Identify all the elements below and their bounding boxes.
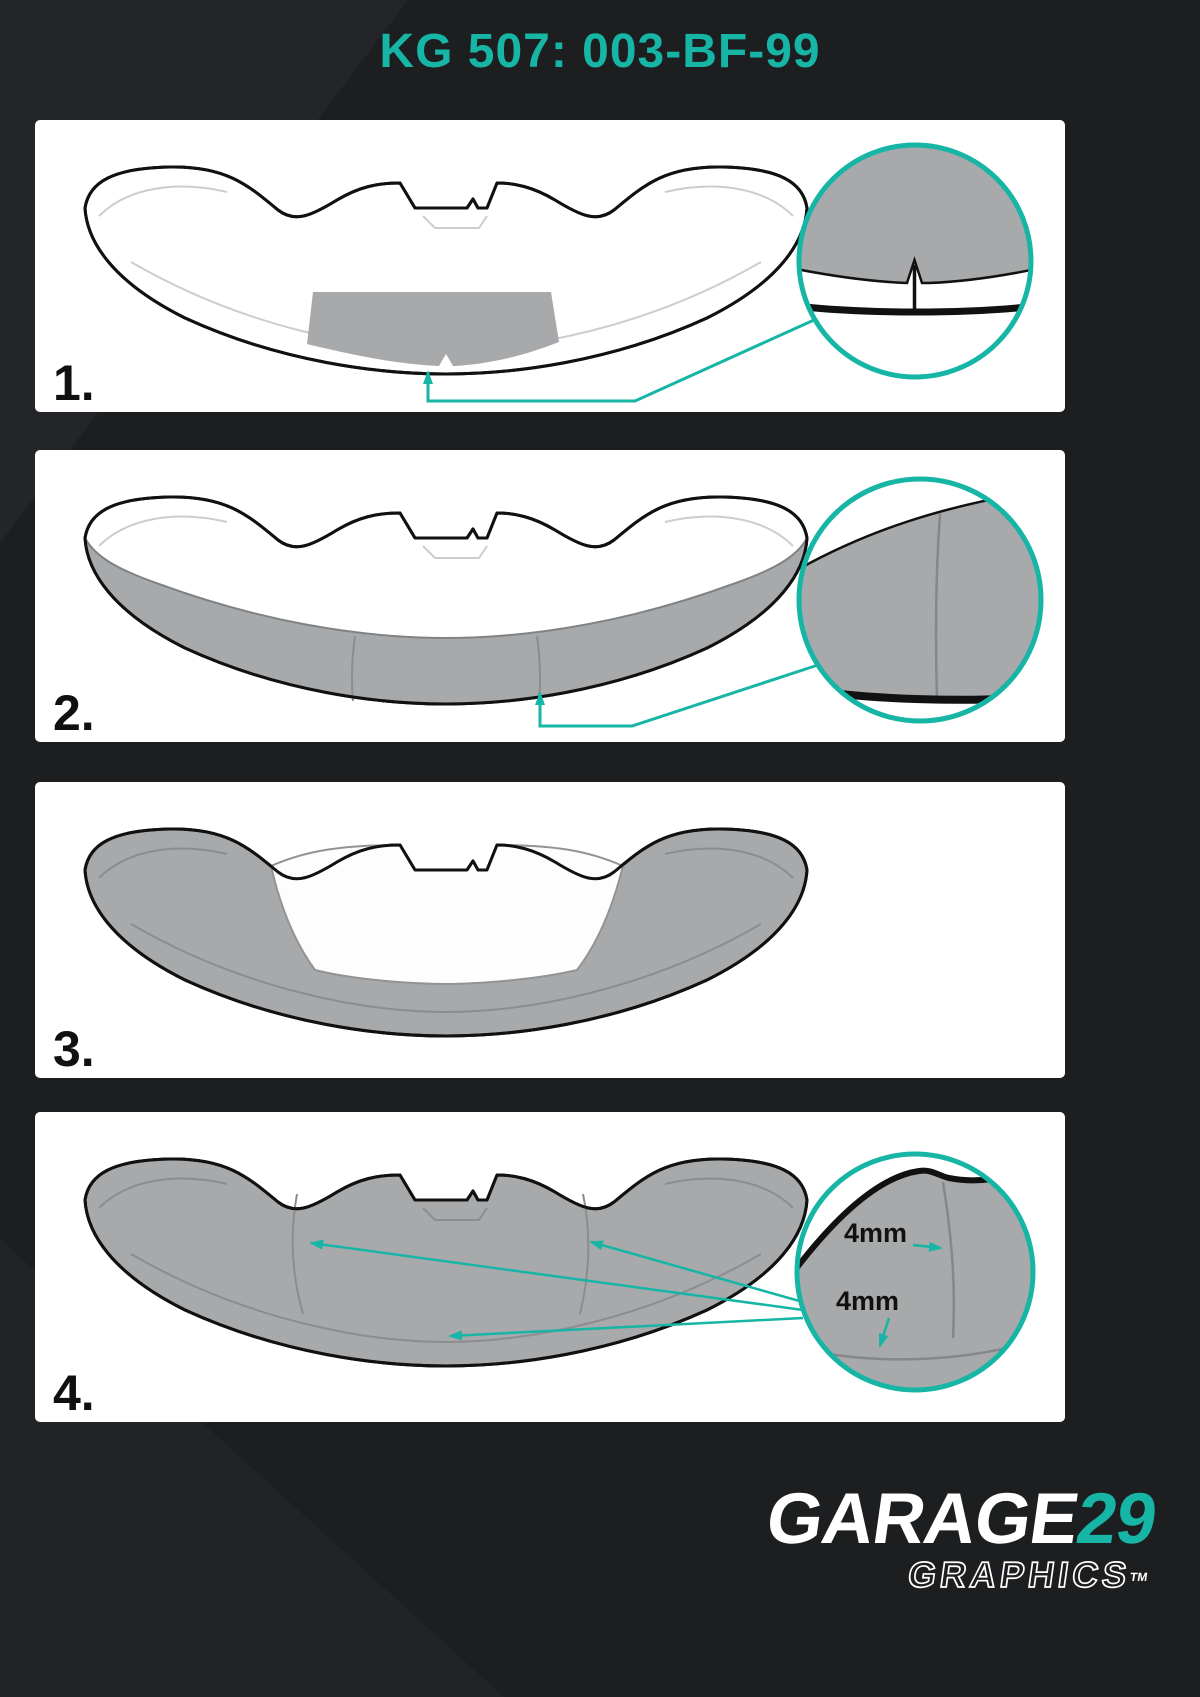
step-number-3: 3. bbox=[53, 1021, 95, 1077]
step-number-2: 2. bbox=[53, 685, 95, 741]
zoom-ring bbox=[796, 476, 1044, 724]
zoom-bumper-edge bbox=[799, 302, 1031, 316]
logo-sub-wordmark: GRAPHICSTM bbox=[757, 1553, 1150, 1596]
zoom-detail-circle: 4mm 4mm bbox=[794, 1151, 1036, 1393]
step-number-4: 4. bbox=[53, 1365, 95, 1421]
seam-pointer-arrow-right bbox=[589, 1240, 804, 1304]
step-3-illustration bbox=[83, 827, 809, 1038]
callout-connector-arrow bbox=[535, 663, 819, 728]
step-4-illustration: 4mm 4mm bbox=[83, 1151, 1036, 1393]
page-title: KG 507: 003-BF-99 bbox=[379, 25, 821, 78]
film-upper-edge bbox=[84, 537, 808, 640]
step-2-panel: 2. bbox=[35, 450, 1065, 742]
step-1-panel: 1. bbox=[35, 120, 1065, 412]
measure-arrow-1 bbox=[912, 1241, 943, 1252]
measure-arrow-2 bbox=[878, 1317, 891, 1348]
seam-pointer-arrow-left bbox=[309, 1239, 804, 1312]
zoom-panel-seam bbox=[934, 513, 942, 699]
step-number-1: 1. bbox=[53, 355, 95, 411]
step-4-panel: 4mm 4mm 4. bbox=[35, 1112, 1065, 1422]
callout-connector-arrow bbox=[423, 318, 815, 403]
logo-wordmark: GARAGE29 bbox=[762, 1479, 1161, 1559]
uncovered-center-face bbox=[269, 843, 625, 986]
step-1-illustration bbox=[83, 142, 1034, 403]
zoom-ring bbox=[796, 142, 1034, 380]
step-3-panel: 3. bbox=[35, 782, 1065, 1078]
logo-graphics-text: GRAPHICS bbox=[905, 1553, 1134, 1596]
step-2-illustration bbox=[83, 476, 1044, 728]
zoom-film-area bbox=[799, 490, 1041, 700]
zoom-detail-circle bbox=[796, 476, 1044, 724]
measure-label-1: 4mm bbox=[844, 1218, 907, 1248]
seam-pointer-arrow-center bbox=[448, 1316, 804, 1341]
logo-garage-text: GARAGE bbox=[761, 1479, 1083, 1559]
film-piece-lower-lip bbox=[85, 538, 807, 704]
film-seam-left bbox=[350, 635, 356, 702]
zoom-detail-circle bbox=[796, 142, 1034, 380]
logo-number-text: 29 bbox=[1071, 1479, 1162, 1559]
zoom-film-edge-notch bbox=[799, 145, 1031, 285]
logo-trademark: TM bbox=[1128, 1570, 1149, 1584]
zoom-seam-vertical bbox=[941, 1181, 956, 1339]
brand-logo: GARAGE29 GRAPHICSTM bbox=[757, 1479, 1161, 1596]
film-piece-center bbox=[307, 292, 559, 366]
film-seam-left bbox=[291, 1193, 304, 1315]
measure-label-2: 4mm bbox=[836, 1286, 899, 1316]
zoom-ring bbox=[794, 1151, 1036, 1393]
zoom-film-area bbox=[797, 1167, 1033, 1390]
